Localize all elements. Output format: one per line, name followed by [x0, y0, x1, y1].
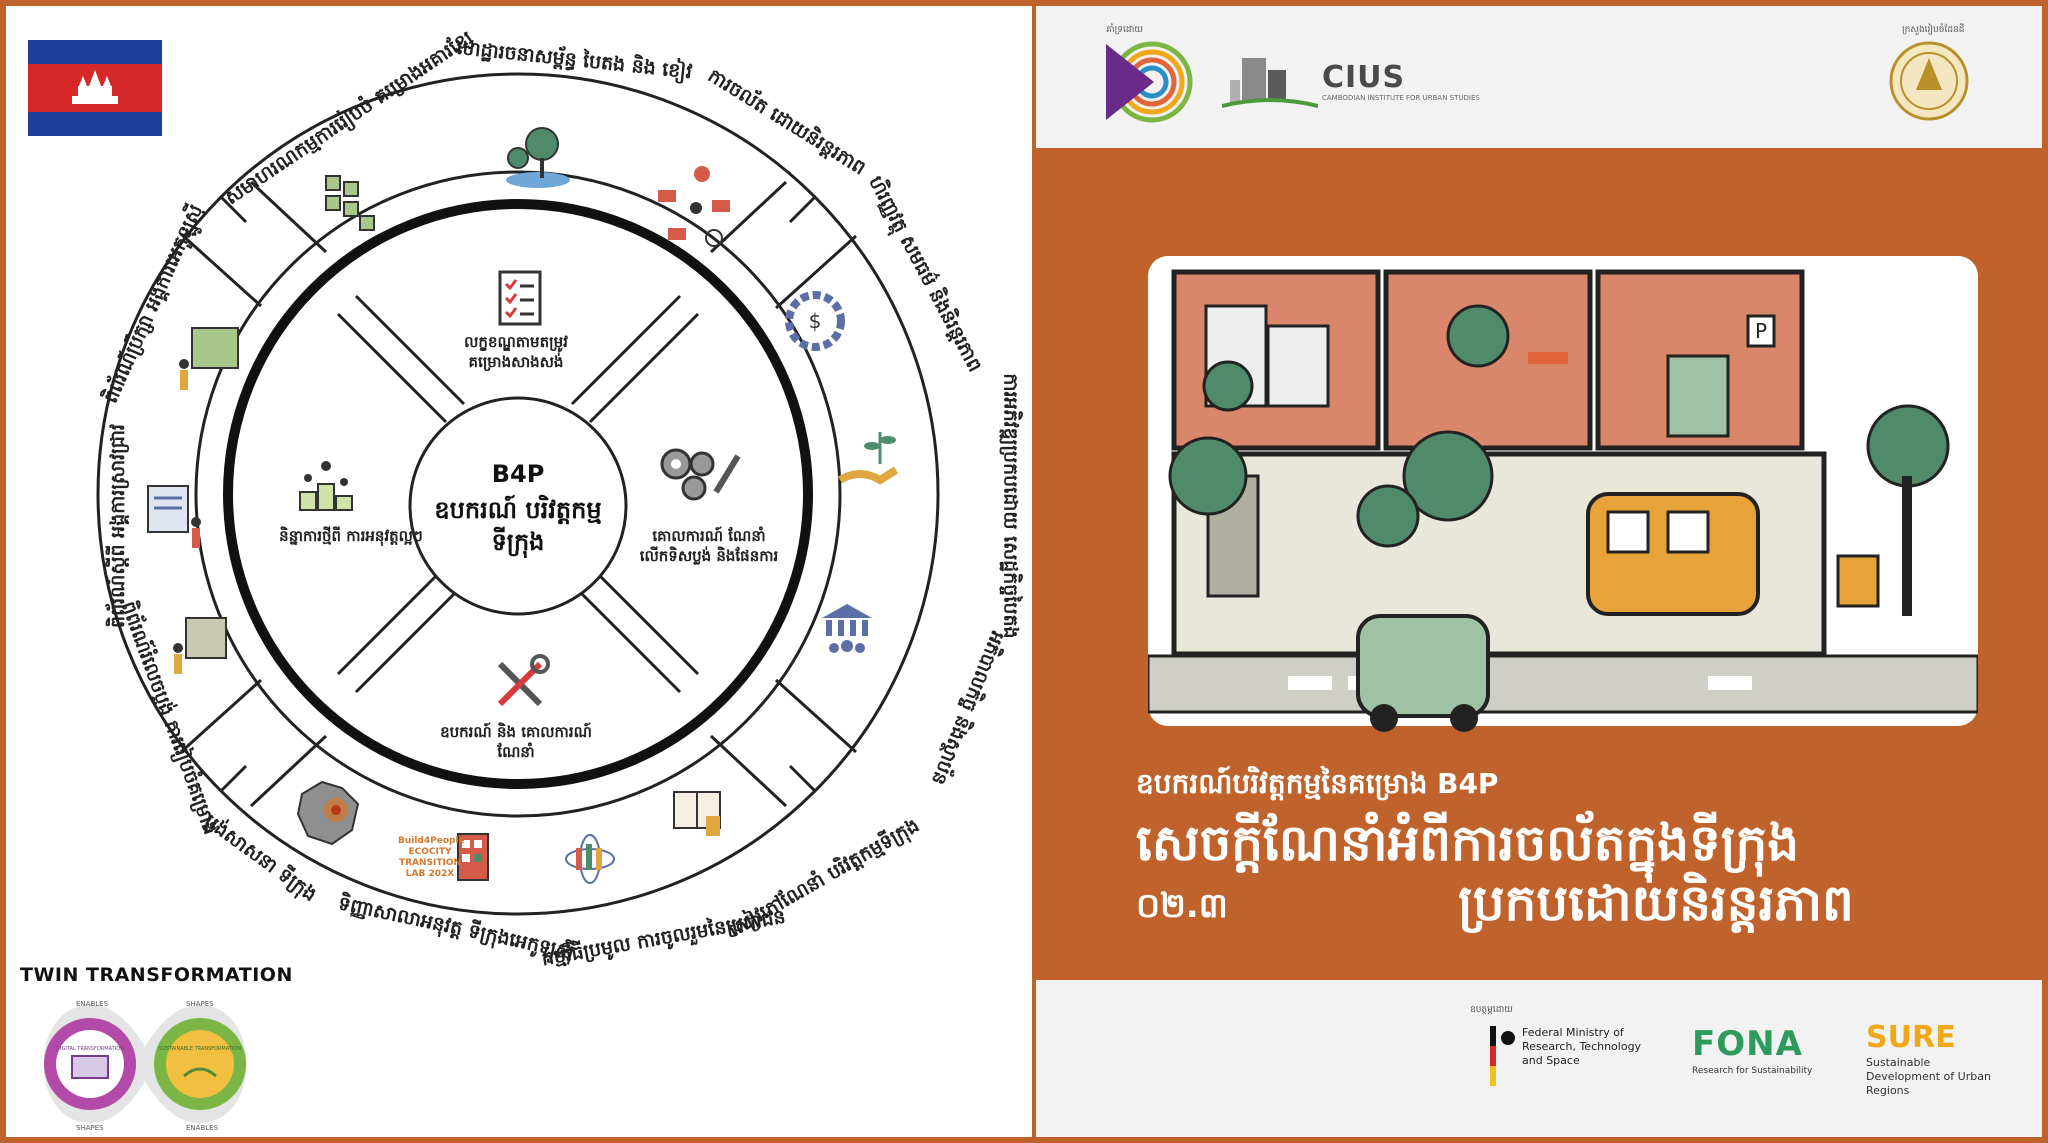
svg-text:$: $	[809, 309, 822, 333]
sure-subtitle: Sustainable Development of Urban Regions	[1866, 1056, 1991, 1097]
ecocity-lab-building-icon	[457, 833, 489, 881]
trees-water-icon	[506, 127, 570, 188]
twin-word-shapes-bottom: SHAPES	[76, 1124, 104, 1132]
center-title-tool: ឧបករណ៍ បរិវត្តកម្មទីក្រុង	[434, 496, 602, 556]
twin-right-label: SUSTAINABLE TRANSFORMATION	[159, 1046, 241, 1052]
twin-word-enables-top: ENABLES	[76, 1000, 109, 1008]
supported-by-label: គាំទ្រដោយ	[1106, 25, 1143, 35]
cius-building-logo-icon	[1222, 58, 1318, 108]
twin-transformation-title: TWIN TRANSFORMATION	[20, 964, 293, 986]
participation-hands-icon	[565, 834, 615, 884]
bmbf-ministry-text: Federal Ministry of Research, Technology…	[1522, 1026, 1642, 1067]
city-mobility-illustration: P	[1148, 256, 1978, 732]
mobility-vehicles-icon	[658, 166, 730, 247]
inner-label-right: គោលការណ៍ ណែនាំលើកទិសប្លង់ និងផែនការ	[639, 527, 779, 565]
inner-label-bottom: ឧបករណ៍ និង គោលការណ៍ណែនាំ	[440, 723, 592, 761]
center-title-b4p: B4P	[491, 460, 545, 488]
sure-logo-text: SURE	[1866, 1020, 1956, 1055]
inner-label-left: និន្នាការថ្មីពី ការអនុវត្តល្អៗ	[279, 527, 423, 545]
cover-title-line1: សេចក្តីណែនាំអំពីការចល័តក្នុងទីក្រុង	[1136, 814, 1800, 872]
twin-word-shapes-top: SHAPES	[186, 1000, 214, 1008]
inner-label-top: លក្ខខណ្ឌតាមតម្រូវ គម្រោងសាងសង់	[464, 333, 568, 371]
outer-label-research-exhibition: ពិព័រណ៍ស្ដីពី អង្គការស្រាវជ្រាវ	[106, 424, 129, 628]
exhibition-board-icon-2	[147, 485, 201, 548]
cover-version-number: ០២.៣	[1136, 886, 1228, 926]
twin-left-label: DIGITAL TRANSFORMATION	[56, 1046, 124, 1052]
cover-subtitle: ឧបករណ៍បរិវត្តកម្មនៃគម្រោង B4P	[1136, 767, 1499, 800]
podium-people-icon	[299, 461, 353, 511]
twin-word-enables-bottom: ENABLES	[186, 1124, 219, 1132]
fona-subtitle: Research for Sustainability	[1692, 1066, 1813, 1076]
city-map-icon	[296, 780, 360, 846]
svg-text:P: P	[1755, 319, 1767, 343]
circular-finance-icon: $	[785, 291, 845, 351]
cover-header	[1036, 6, 2042, 148]
tools-wrench-screwdriver-icon	[497, 654, 550, 707]
hand-plant-icon	[837, 432, 899, 485]
cambodia-flag-icon	[28, 40, 162, 136]
guidebook-icon	[673, 791, 721, 836]
cius-full-name: CAMBODIAN INSTITUTE FOR URBAN STUDIES	[1322, 94, 1480, 102]
institution-people-icon	[822, 604, 872, 653]
cover-title-line2: ប្រកបដោយនិរន្តរភាព	[1458, 874, 1854, 932]
twin-transformation-infinity-diagram: ENABLES SHAPES SHAPES ENABLES DIGITAL TR…	[43, 1000, 247, 1132]
transformation-wheel	[96, 72, 940, 916]
german-eagle-flag-icon	[1490, 1026, 1515, 1086]
gears-pencil-icon	[660, 448, 741, 501]
left-page-wheel-diagram: B4P ឧបករណ៍ បរិវត្តកម្មទីក្រុង លក្ខខណ្ឌតា…	[6, 6, 1032, 1137]
ministry-label: ក្រសួងរៀបចំដែនដី	[1902, 25, 1965, 35]
modular-blocks-icon	[325, 175, 375, 231]
exhibition-board-icon-1	[173, 617, 227, 674]
outer-label-green-economy: ការអភិវឌ្ឍប្រកបដោយ សេដ្ឋកិច្ចបៃតង	[999, 373, 1022, 639]
exhibition-board-icon-3	[179, 327, 239, 390]
cius-logo-text: CIUS	[1322, 60, 1406, 95]
funded-by-label: ឧបត្ថម្ភដោយ	[1470, 1005, 1513, 1015]
cover-footer	[1036, 980, 2042, 1137]
fona-logo-text: FONA	[1692, 1024, 1803, 1064]
ministry-seal-icon	[1889, 41, 1969, 121]
b4p-logo-icon	[1106, 41, 1193, 123]
checklist-icon	[498, 270, 542, 326]
ecocity-lab-label: Build4People ECOCITY TRANSITION LAB 202X	[398, 836, 465, 879]
